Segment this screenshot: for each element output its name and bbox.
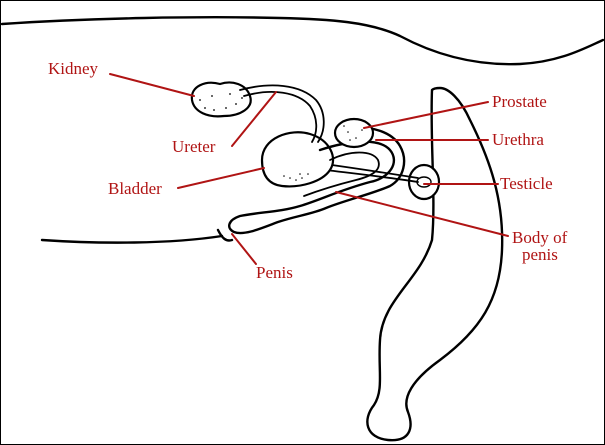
label-body-of-penis-line2: penis [522, 245, 558, 264]
penis-leader [232, 234, 256, 264]
bladder-leader [178, 168, 264, 188]
prostate-leader [364, 102, 488, 128]
body-belly-outline [42, 236, 222, 243]
kidney-leader [110, 74, 194, 96]
bladder-shape [262, 132, 333, 186]
body-back-outline [2, 17, 603, 64]
sheath-outline [218, 230, 232, 241]
label-urethra: Urethra [492, 130, 544, 149]
label-prostate: Prostate [492, 92, 547, 111]
label-kidney: Kidney [48, 59, 99, 78]
label-bladder: Bladder [108, 179, 162, 198]
testicle-inner [417, 177, 431, 187]
label-ureter: Ureter [172, 137, 216, 156]
prostate-shape [335, 119, 373, 147]
label-penis: Penis [256, 263, 293, 282]
label-testicle: Testicle [500, 174, 553, 193]
